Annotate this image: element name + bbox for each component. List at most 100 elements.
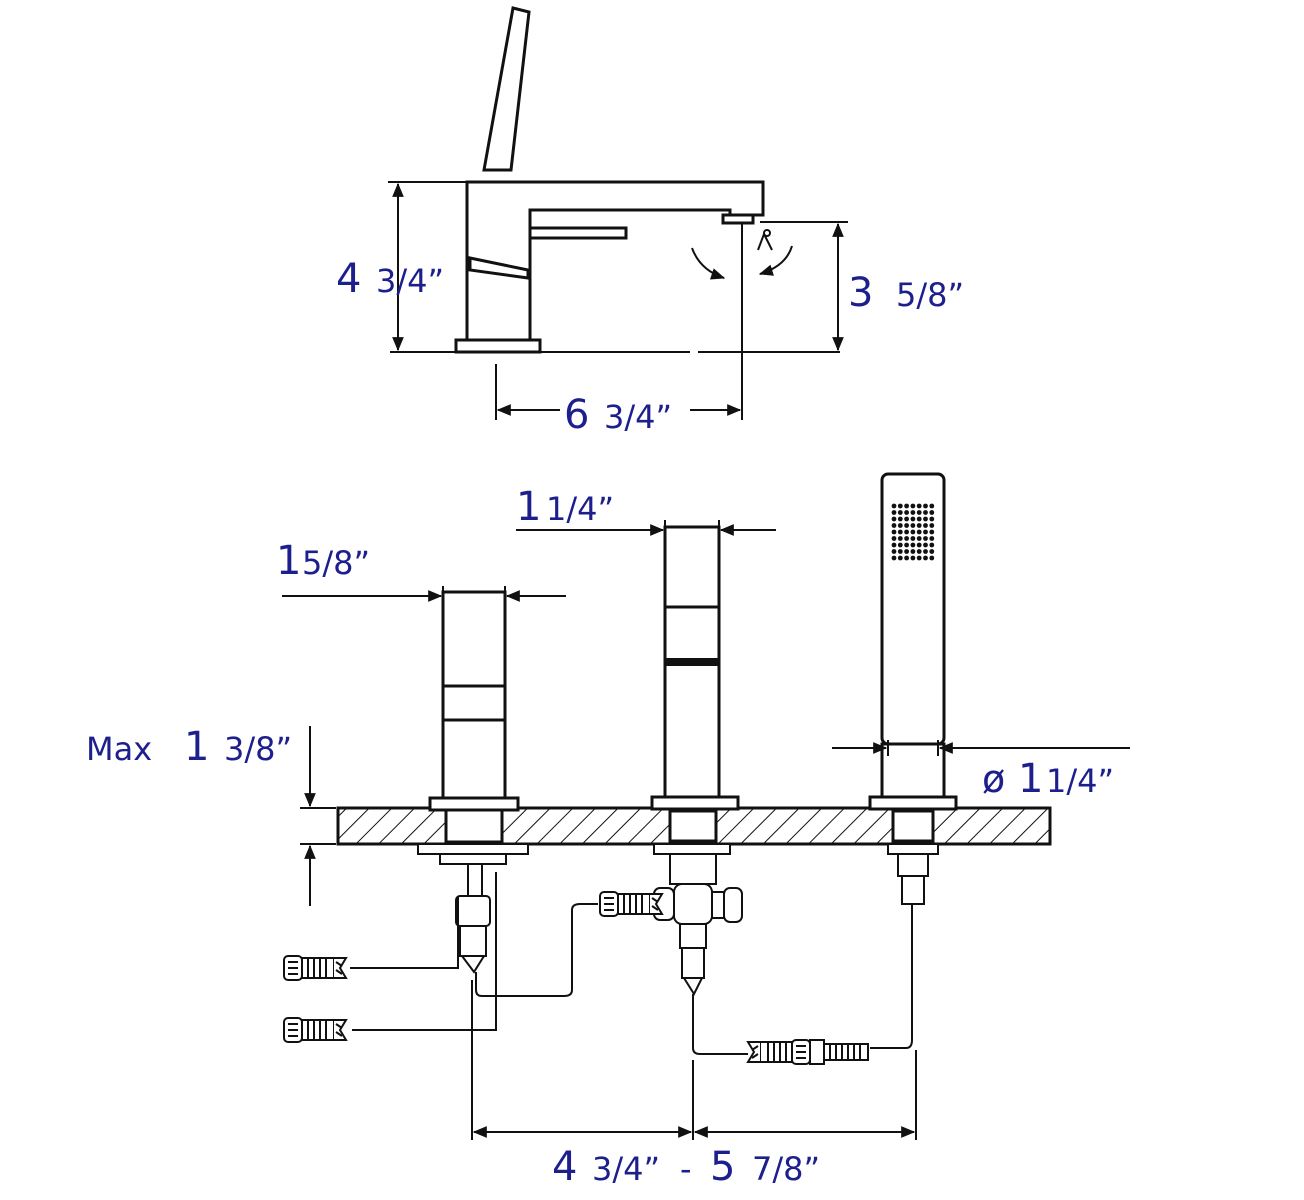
spray-nozzle: [910, 510, 916, 515]
spray-nozzle: [891, 503, 897, 509]
spout-upper: [663, 525, 721, 609]
deck-whole: 1: [184, 724, 209, 770]
spray-nozzle: [891, 510, 897, 515]
spout-height-whole: 3: [848, 270, 873, 316]
spray-nozzle: [904, 555, 909, 561]
spray-nozzle: [916, 555, 922, 561]
shower-dia-frac: 1/4”: [1046, 762, 1114, 800]
spray-nozzle: [929, 555, 935, 561]
spray-nozzle: [897, 555, 903, 561]
spray-nozzle: [904, 542, 909, 548]
spray-nozzle: [929, 516, 935, 522]
spray-nozzle: [910, 523, 916, 528]
spray-nozzle: [897, 503, 903, 509]
spray-nozzle: [923, 529, 928, 535]
spray-nozzle: [891, 555, 897, 561]
spray-nozzle: [916, 536, 922, 541]
spray-nozzle: [929, 542, 935, 548]
spray-nozzle: [904, 529, 909, 535]
spray-nozzle: [929, 523, 935, 528]
handle-width-frac: 5/8”: [302, 544, 370, 582]
spray-nozzle: [916, 510, 922, 515]
spray-nozzle: [910, 516, 916, 522]
shower-dia-whole: 1: [1018, 756, 1043, 802]
handle-width-whole: 1: [276, 538, 301, 584]
spray-nozzle: [910, 503, 916, 509]
spray-nozzle: [910, 542, 916, 548]
deck-frac: 3/8”: [224, 730, 292, 768]
spray-nozzle: [923, 536, 928, 541]
spacing-a-whole: 4: [552, 1144, 577, 1190]
spray-nozzle: [916, 542, 922, 548]
spray-nozzle: [904, 536, 909, 541]
height-whole: 4: [336, 256, 361, 302]
spray-nozzle: [916, 549, 922, 554]
base-plate: [454, 338, 542, 354]
left-handle: [441, 590, 507, 800]
spacing-b-frac: 7/8”: [752, 1150, 820, 1188]
spray-nozzle: [897, 549, 903, 554]
height-frac: 3/4”: [376, 262, 444, 300]
spacing-b-whole: 5: [710, 1144, 735, 1190]
spray-nozzle: [916, 523, 922, 528]
spray-nozzle: [891, 529, 897, 535]
spray-nozzle: [923, 542, 928, 548]
spray-nozzle: [923, 523, 928, 528]
spray-nozzle: [897, 542, 903, 548]
spray-nozzle: [916, 503, 922, 509]
spray-nozzle: [923, 516, 928, 522]
diameter-symbol: ø: [982, 757, 1005, 801]
lever-handle: [528, 226, 628, 240]
spray-nozzle: [904, 503, 909, 509]
spray-nozzle: [910, 555, 916, 561]
water-drop-icon: [757, 233, 773, 251]
spray-nozzle: [929, 510, 935, 515]
spray-nozzle: [897, 523, 903, 528]
spray-nozzle: [891, 536, 897, 541]
swivel-arrow-icon: [691, 247, 726, 280]
spray-nozzle: [910, 536, 916, 541]
reach-whole: 6: [564, 392, 589, 438]
front-view: [282, 472, 1130, 1140]
spray-nozzle: [904, 523, 909, 528]
spray-nozzle: [929, 529, 935, 535]
spray-nozzle: [923, 503, 928, 509]
swivel-arrow-icon: [758, 245, 793, 276]
spray-nozzle: [929, 536, 935, 541]
spray-nozzle: [897, 516, 903, 522]
spray-nozzle: [897, 536, 903, 541]
front-view-dimensions: 1 5/8” 1 1/4” Max 1 3/8” ø 1 1/4” 4 3/4”…: [86, 484, 1114, 1190]
side-view-dimensions: 4 3/4” 3 5/8” 6 3/4”: [336, 256, 964, 438]
spray-nozzle: [891, 523, 897, 528]
spout-body: [465, 180, 765, 342]
hand-shower-wand: [482, 6, 531, 172]
spray-nozzle: [904, 510, 909, 515]
spray-nozzle: [910, 549, 916, 554]
deck-prefix: Max: [86, 730, 152, 768]
spray-nozzle: [916, 529, 922, 535]
side-view: [388, 6, 848, 420]
spray-nozzle: [910, 529, 916, 535]
reach-frac: 3/4”: [604, 398, 672, 436]
spray-nozzle: [923, 510, 928, 515]
spray-nozzle: [904, 516, 909, 522]
lever-base: [468, 256, 530, 280]
spray-nozzle: [929, 503, 935, 509]
spray-nozzle: [891, 542, 897, 548]
spray-nozzle: [891, 549, 897, 554]
spacing-separator: -: [680, 1150, 692, 1188]
spray-nozzle: [897, 510, 903, 515]
spray-nozzle: [891, 516, 897, 522]
spout-width-whole: 1: [516, 484, 541, 530]
spray-nozzle: [897, 529, 903, 535]
spray-nozzle: [923, 549, 928, 554]
aerator: [721, 213, 755, 225]
spacing-a-frac: 3/4”: [592, 1150, 660, 1188]
spray-nozzle: [904, 549, 909, 554]
spray-nozzles: [891, 503, 935, 561]
spout-lower: [663, 605, 721, 799]
spout-height-frac: 5/8”: [896, 276, 964, 314]
spray-nozzle: [916, 516, 922, 522]
spray-nozzle: [923, 555, 928, 561]
